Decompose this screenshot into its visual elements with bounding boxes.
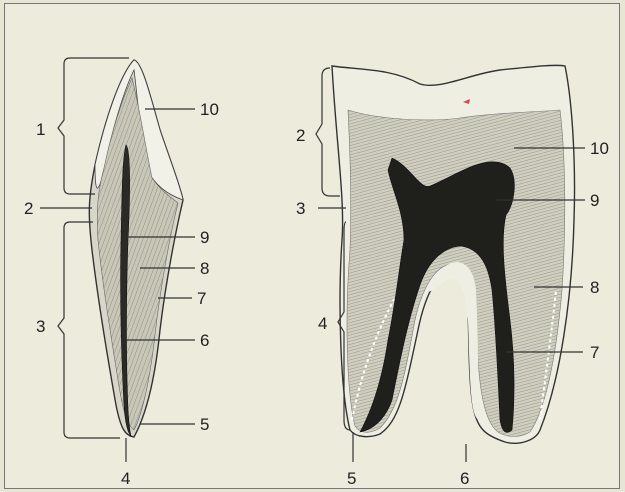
left-label-7: 7 xyxy=(197,290,206,307)
right-label-6: 6 xyxy=(460,470,469,487)
right-label-3: 3 xyxy=(296,200,305,217)
left-label-5: 5 xyxy=(200,416,209,433)
left-label-2: 2 xyxy=(24,200,33,217)
right-tooth-furcation xyxy=(428,262,480,420)
left-label-1: 1 xyxy=(36,121,45,138)
right-label-9: 9 xyxy=(590,192,599,209)
right-label-10: 10 xyxy=(590,140,609,157)
right-label-5: 5 xyxy=(347,470,356,487)
right-label-2: 2 xyxy=(296,127,305,144)
left-label-8: 8 xyxy=(200,260,209,277)
right-label-8: 8 xyxy=(590,279,599,296)
left-tooth xyxy=(89,60,183,437)
left-label-4: 4 xyxy=(121,470,130,487)
left-label-10: 10 xyxy=(200,101,219,118)
left-label-3: 3 xyxy=(36,318,45,335)
left-label-9: 9 xyxy=(200,229,209,246)
right-label-4: 4 xyxy=(318,315,327,332)
left-label-6: 6 xyxy=(200,332,209,349)
right-tooth xyxy=(332,65,575,443)
right-label-7: 7 xyxy=(590,344,599,361)
